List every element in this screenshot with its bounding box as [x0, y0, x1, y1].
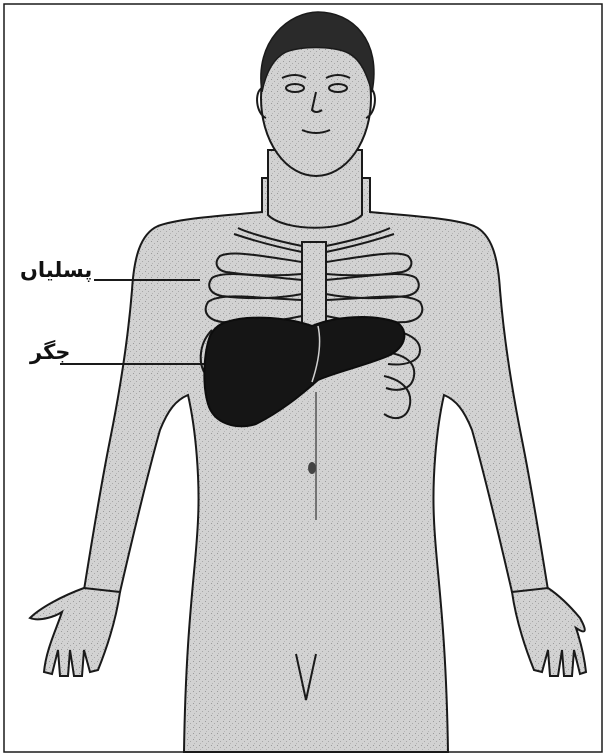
liver-label: جگر — [30, 340, 70, 364]
navel — [308, 462, 316, 474]
ribs-label: پسلیاں — [20, 258, 92, 282]
